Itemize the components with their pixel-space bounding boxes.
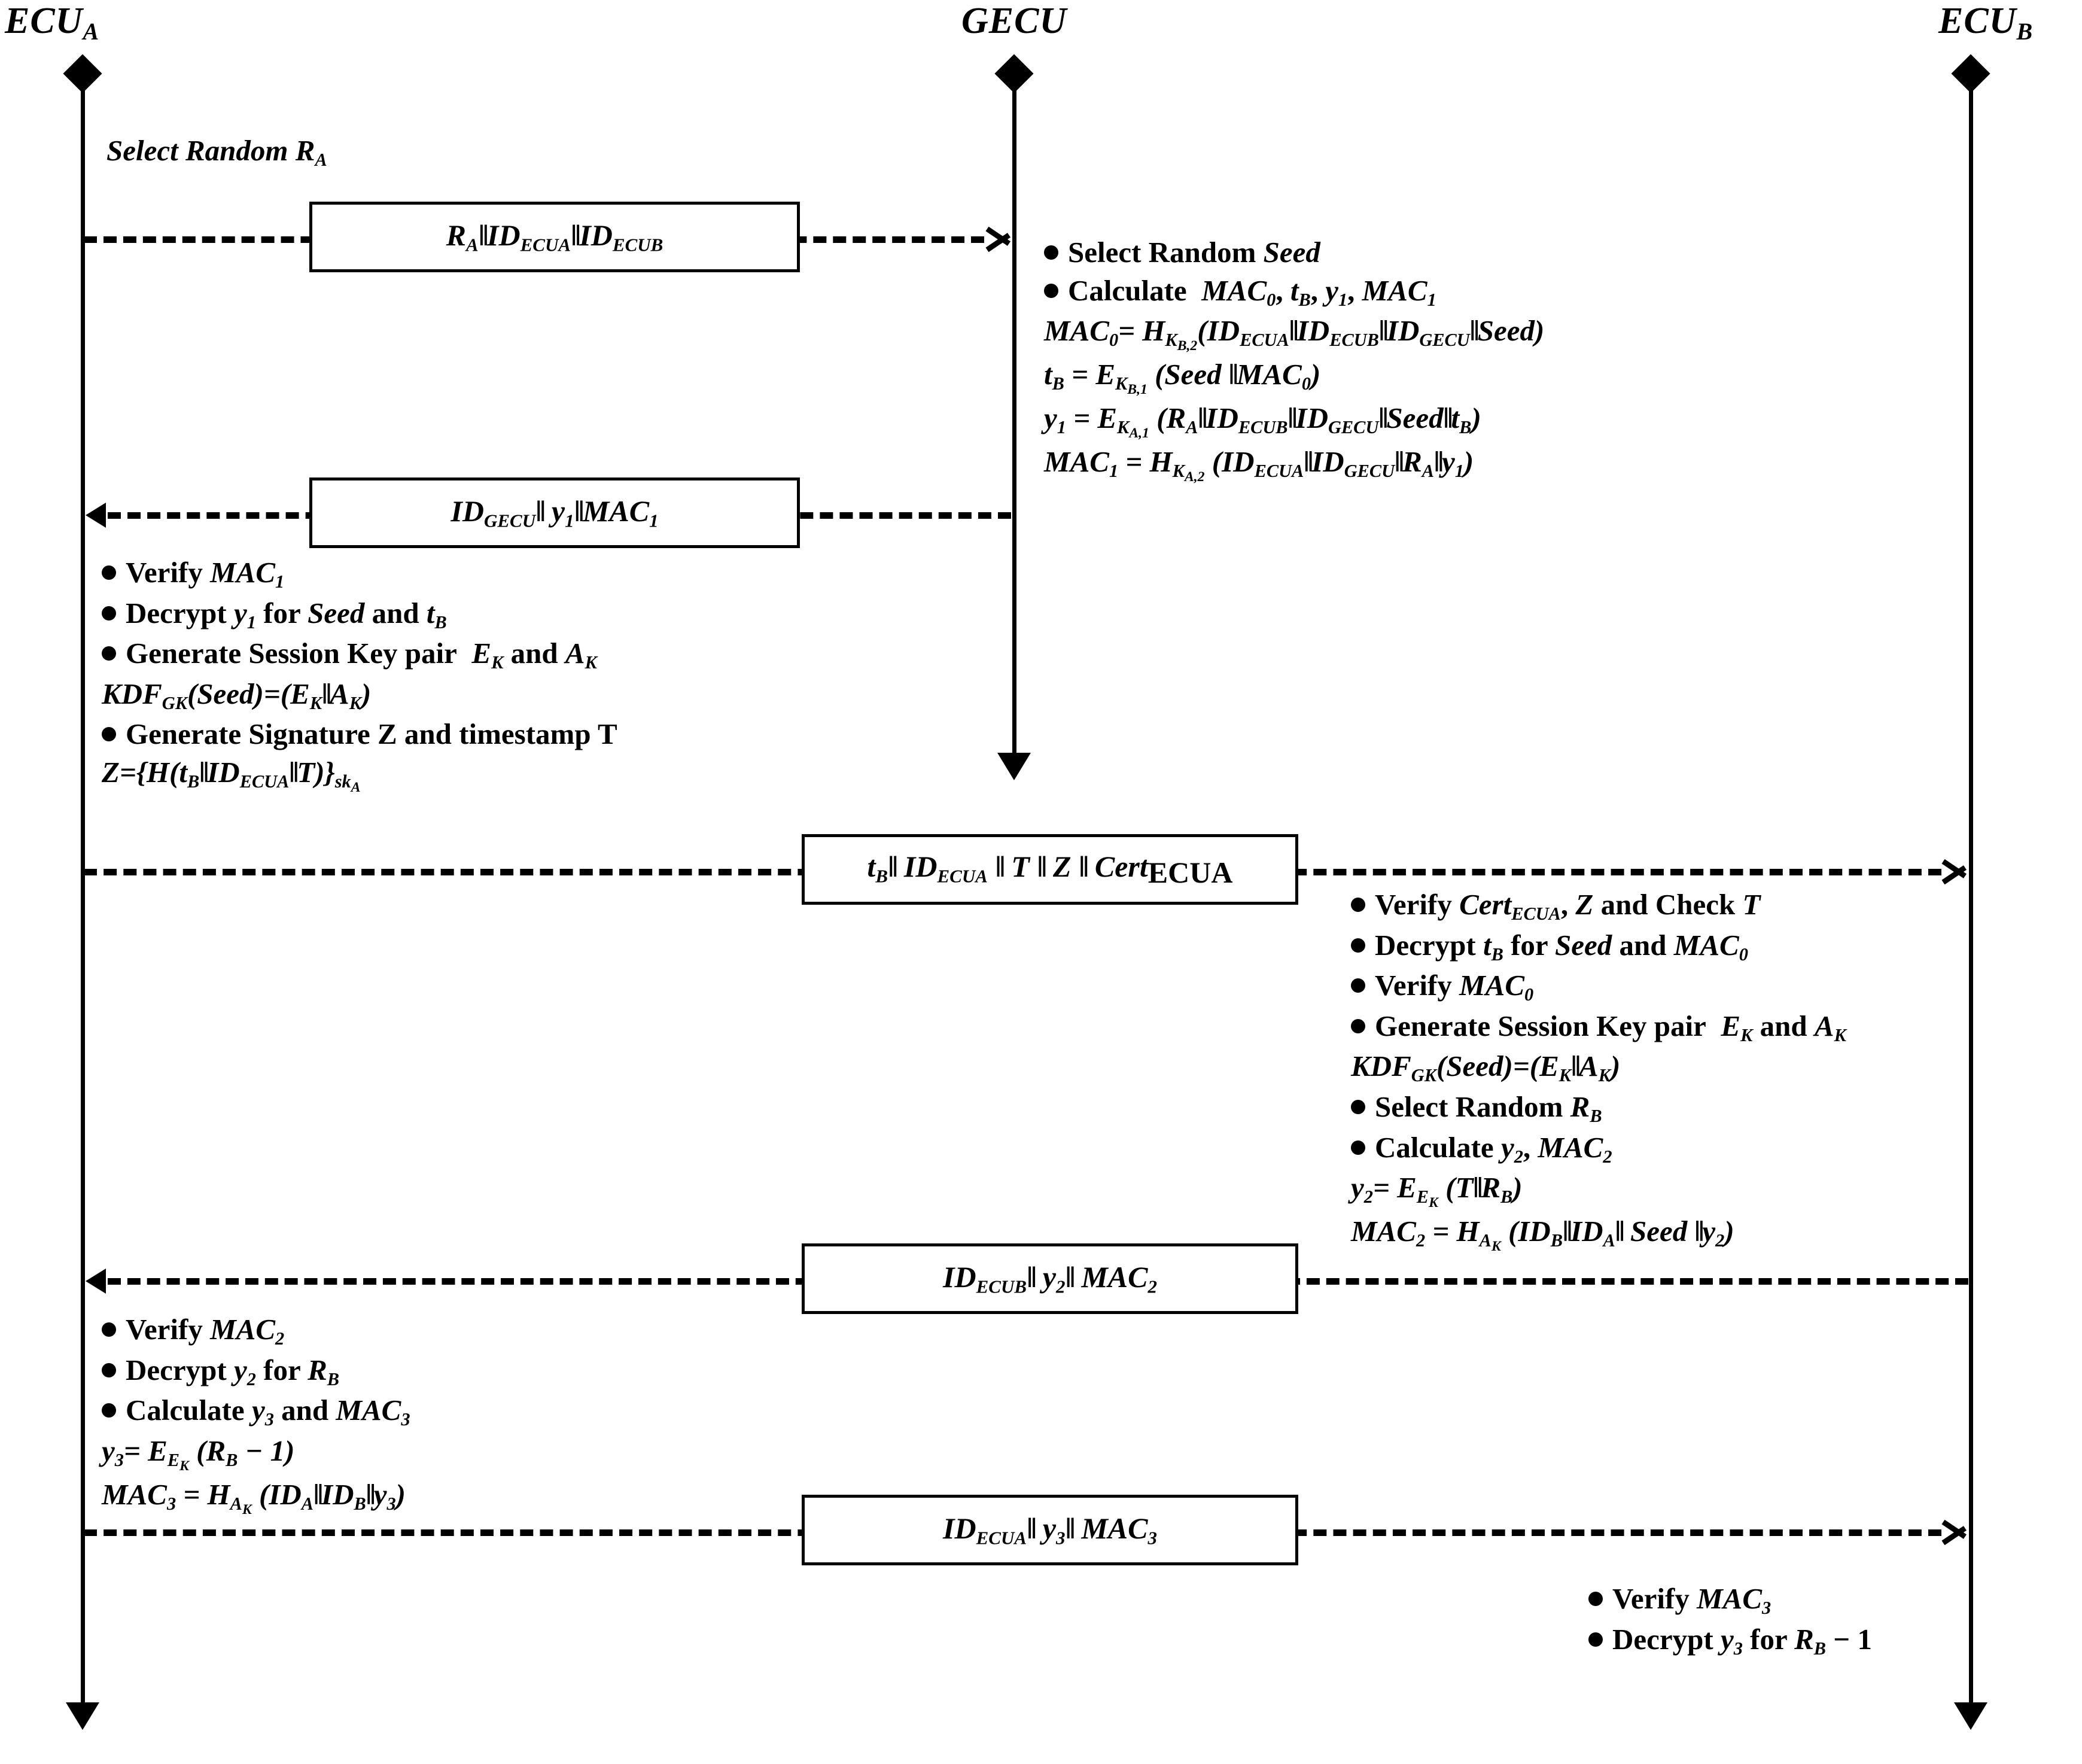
message-box-m3[interactable]: tB‖ IDECUA ‖ T ‖ Z ‖ CertECUA — [802, 834, 1298, 905]
bullet-icon — [1044, 283, 1058, 298]
note-ecub-process-2: Verify MAC3 Decrypt y3 for RB − 1 — [1588, 1580, 1872, 1660]
actor-label-gecu: GECU — [961, 1, 1067, 41]
bullet-icon — [1351, 1018, 1365, 1033]
note-line: Generate Session Key pair EK and AK — [102, 634, 617, 675]
lifeline-end-arrow-ecu-b — [1954, 1702, 1987, 1730]
note-ecua-process-1: Verify MAC1 Decrypt y1 for Seed and tB G… — [102, 553, 617, 797]
note-line: Verify MAC0 — [1351, 966, 1846, 1007]
bullet-icon — [102, 727, 116, 742]
bullet-icon — [1588, 1592, 1603, 1607]
actor-label-ecu-b: ECUB — [1938, 1, 2034, 45]
note-line: Verify CertECUA, Z and Check T — [1351, 886, 1846, 926]
message-box-m4[interactable]: IDECUB‖ y2‖ MAC2 — [802, 1243, 1298, 1314]
note-line: MAC3 = HAK (IDA‖IDB‖y3) — [102, 1477, 406, 1517]
lifeline-end-arrow-ecu-a — [66, 1702, 99, 1730]
bullet-icon — [1351, 1100, 1365, 1115]
bullet-icon — [102, 1403, 116, 1418]
message-box-m1[interactable]: RA‖IDECUA‖IDECUB — [309, 202, 800, 272]
message-arrowhead-m4 — [86, 1269, 106, 1294]
message-label-m3: tB‖ IDECUA ‖ T ‖ Z ‖ CertECUA — [867, 850, 1233, 889]
note-ecua-select-random: Select Random RA — [106, 132, 327, 172]
bullet-icon — [1044, 245, 1058, 260]
note-line: Verify MAC3 — [1588, 1580, 1872, 1620]
note-ecub-process-1: Verify CertECUA, Z and Check T Decrypt t… — [1351, 886, 1846, 1256]
note-line: Calculate MAC0, tB, y1, MAC1 — [1044, 272, 1544, 312]
bullet-icon — [1351, 898, 1365, 913]
note-gecu-compute: Select Random Seed Calculate MAC0, tB, y… — [1044, 233, 1544, 486]
bullet-icon — [102, 1362, 116, 1377]
note-ecua-process-2: Verify MAC2 Decrypt y2 for RB Calculate … — [102, 1310, 410, 1519]
note-line: Decrypt y2 for RB — [102, 1351, 410, 1392]
bullet-icon — [102, 646, 116, 661]
bullet-icon — [1351, 978, 1365, 993]
message-arrowhead-m2 — [86, 503, 106, 528]
message-label-m4: IDECUB‖ y2‖ MAC2 — [943, 1260, 1157, 1297]
actor-label-ecu-a: ECUA — [5, 1, 100, 45]
note-line: Calculate y3 and MAC3 — [102, 1391, 410, 1432]
lifeline-ecu-b — [1969, 67, 1973, 1707]
lifeline-end-arrow-gecu — [997, 753, 1031, 780]
note-line: Select Random RA — [106, 134, 327, 171]
note-line: Generate Signature Z and timestamp T — [102, 715, 617, 753]
note-line: Verify MAC2 — [102, 1310, 410, 1351]
note-line: Select Random RB — [1351, 1088, 1846, 1129]
lifeline-ecu-a — [81, 67, 85, 1707]
bullet-icon — [1351, 938, 1365, 953]
note-line: y2= EEK (T‖RB) — [1351, 1171, 1523, 1211]
note-line: Verify MAC1 — [102, 553, 617, 594]
message-arrowhead-m1 — [987, 221, 1013, 258]
note-line: tB = EKB,1 (Seed ‖MAC0) — [1044, 358, 1321, 398]
message-label-m2: IDGECU‖ y1‖MAC1 — [451, 494, 659, 531]
note-line: y3= EEK (RB − 1) — [102, 1434, 295, 1474]
bullet-icon — [102, 1322, 116, 1337]
note-line: Decrypt y3 for RB − 1 — [1588, 1620, 1872, 1661]
bullet-icon — [1351, 1140, 1365, 1155]
message-label-m5: IDECUA‖ y3‖ MAC3 — [943, 1511, 1157, 1549]
note-line: Generate Session Key pair EK and AK — [1351, 1007, 1846, 1048]
note-line: MAC2 = HAK (IDB‖IDA‖ Seed ‖y2) — [1351, 1215, 1734, 1255]
note-line: Select Random Seed — [1044, 233, 1544, 272]
note-line: y1 = EKA,1 (RA‖IDECUB‖IDGECU‖Seed‖tB) — [1044, 402, 1481, 442]
message-box-m2[interactable]: IDGECU‖ y1‖MAC1 — [309, 478, 800, 548]
note-line: MAC1 = HKA,2 (IDECUA‖IDGECU‖RA‖y1) — [1044, 445, 1474, 485]
bullet-icon — [1588, 1632, 1603, 1647]
note-line: KDFGK(Seed)=(EK‖AK) — [102, 677, 372, 713]
bullet-icon — [102, 565, 116, 580]
lifeline-gecu — [1012, 67, 1016, 755]
message-arrowhead-m5 — [1943, 1514, 1970, 1551]
message-arrowhead-m3 — [1943, 853, 1970, 890]
message-box-m5[interactable]: IDECUA‖ y3‖ MAC3 — [802, 1495, 1298, 1565]
message-label-m1: RA‖IDECUA‖IDECUB — [446, 218, 663, 256]
note-line: MAC0= HKB,2(IDECUA‖IDECUB‖IDGECU‖Seed) — [1044, 314, 1545, 354]
note-line: Calculate y2, MAC2 — [1351, 1129, 1846, 1169]
note-line: Decrypt y1 for Seed and tB — [102, 594, 617, 635]
bullet-icon — [102, 606, 116, 621]
note-line: Decrypt tB for Seed and MAC0 — [1351, 926, 1846, 967]
note-line: KDFGK(Seed)=(EK‖AK) — [1351, 1050, 1621, 1086]
note-line: Z={H(tB‖IDECUA‖T)}skA — [102, 756, 361, 796]
